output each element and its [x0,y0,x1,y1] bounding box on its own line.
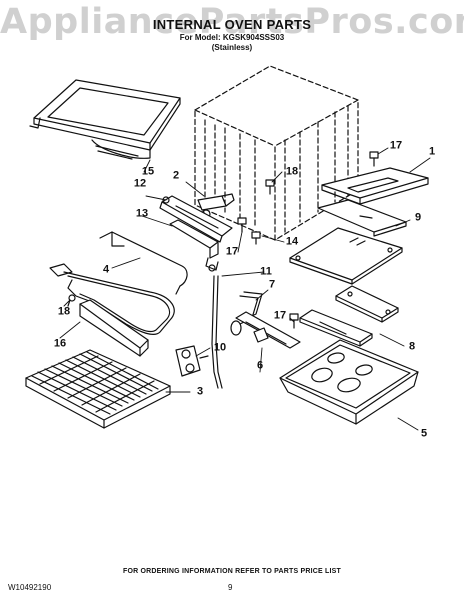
part-6-bracket [235,311,301,349]
callout-8: 8 [408,340,416,353]
callout-13: 13 [135,207,149,220]
part-5-broil-pan [279,339,419,425]
callout-17-lower: 17 [273,309,287,322]
callout-14: 14 [285,235,299,248]
oven-cavity-outline [194,65,359,241]
part-4-broil-element [49,263,175,336]
callout-4: 4 [102,263,110,276]
part-15-top-plate [29,79,181,160]
callout-9: 9 [414,211,422,224]
callout-7: 7 [268,278,276,291]
part-11-thermostat-tube [211,275,223,389]
part-7-gas-tube [230,291,263,336]
document-number: W10492190 [8,583,52,592]
callout-1: 1 [428,145,436,158]
part-16-strip [79,299,149,357]
callout-3: 3 [196,385,204,398]
callout-17-middle: 17 [225,245,239,258]
callout-5: 5 [420,427,428,440]
callout-16: 16 [53,337,67,350]
watermark-text: AppliancePartsPros.com [0,2,464,42]
part-9-baffle-lower [289,227,403,285]
part-4-wire [99,231,188,295]
callout-6: 6 [256,359,264,372]
callout-18-upper: 18 [285,165,299,178]
part-13-shield [169,219,219,272]
model-line: For Model: KGSK904SSS03 [179,33,285,42]
callout-10: 10 [213,341,227,354]
screw-hardware [67,151,379,329]
callout-15: 15 [141,165,155,178]
page-number: 9 [228,583,233,592]
part-3-oven-rack [25,349,171,429]
callout-17-upper: 17 [389,139,403,152]
part-10-valve [175,345,209,377]
callout-11: 11 [260,265,272,278]
ordering-note: FOR ORDERING INFORMATION REFER TO PARTS … [122,568,342,575]
part-12-burner [159,195,233,243]
part-1-deflector [321,167,429,205]
callout-18-lower: 18 [57,305,71,318]
part-8-brackets [299,285,399,347]
variant-label: (Stainless) [211,43,253,52]
callout-12: 12 [133,177,147,190]
callout-2: 2 [172,169,180,182]
diagram-title: INTERNAL OVEN PARTS [152,17,312,32]
part-9-baffle-upper [317,199,407,237]
callout-leader-lines [59,147,431,431]
